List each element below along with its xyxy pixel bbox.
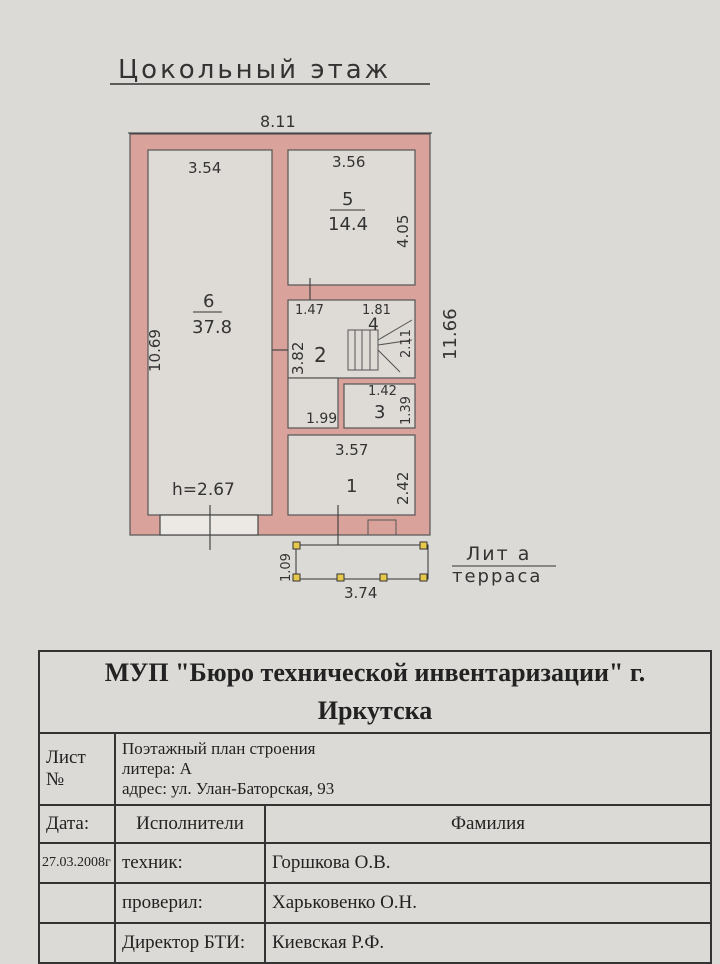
- dim-room5-length: 4.05: [394, 215, 412, 248]
- dim-room4-a: 1.81: [362, 303, 391, 318]
- dim-terrace-width: 3.74: [344, 584, 377, 602]
- desc-line1: Поэтажный план строения: [122, 739, 316, 758]
- dim-top-total: 8.11: [260, 112, 296, 131]
- role: техник:: [114, 842, 266, 884]
- floor-plan: Цокольный этаж 8.11 3.54 10.69 6 37.8 h=…: [110, 55, 556, 602]
- room5-area: 14.4: [328, 214, 368, 235]
- dim-room3-a: 1.42: [368, 384, 397, 399]
- dim-room2-c: 1.99: [306, 411, 337, 427]
- desc-line3: адрес: ул. Улан-Баторская, 93: [122, 779, 335, 798]
- date-label: Дата:: [38, 804, 116, 844]
- terrace: [292, 541, 429, 582]
- description: Поэтажный план строения литера: А адрес:…: [114, 732, 712, 806]
- name: Харьковенко О.Н.: [264, 882, 712, 924]
- room6-number: 6: [203, 291, 214, 312]
- dim-room1-width: 3.57: [335, 441, 368, 459]
- dim-room3-b: 1.39: [399, 396, 414, 425]
- desc-line2: литера: А: [122, 759, 192, 778]
- organization-name: МУП "Бюро технической инвентаризации" г.…: [38, 650, 712, 734]
- dim-room2-b: 3.82: [289, 342, 307, 375]
- rooms: [147, 149, 416, 516]
- room1-number: 1: [346, 476, 357, 497]
- terrace-sublabel: терраса: [452, 566, 542, 587]
- dim-room1-length: 2.42: [394, 472, 412, 505]
- doors-windows: [159, 278, 339, 550]
- plan-title: Цокольный этаж: [118, 55, 391, 85]
- room5-number: 5: [342, 189, 353, 210]
- surname-label: Фамилия: [264, 804, 712, 844]
- dim-room6-length: 10.69: [146, 329, 164, 372]
- room3-number: 3: [374, 402, 385, 423]
- role: проверил:: [114, 882, 266, 924]
- sheet-label: Лист №: [38, 732, 116, 806]
- terrace-label: Лит а: [466, 543, 531, 565]
- dim-room5-width: 3.56: [332, 153, 365, 171]
- room6-area: 37.8: [192, 317, 232, 338]
- dim-room4-b: 2.11: [399, 329, 414, 358]
- room2-number: 2: [314, 343, 327, 367]
- name: Киевская Р.Ф.: [264, 922, 712, 964]
- dim-right-total: 11.66: [440, 308, 461, 360]
- stairs: [347, 319, 413, 536]
- date-value: 27.03.2008г: [38, 842, 116, 884]
- dim-room6-width: 3.54: [188, 159, 221, 177]
- dim-terrace-depth: 1.09: [279, 553, 294, 582]
- performers-label: Исполнители: [114, 804, 266, 844]
- title-block: МУП "Бюро технической инвентаризации" г.…: [38, 650, 712, 964]
- room4-number: 4: [368, 315, 379, 335]
- name: Горшкова О.В.: [264, 842, 712, 884]
- role: Директор БТИ:: [114, 922, 266, 964]
- room6-height: h=2.67: [172, 480, 235, 500]
- dim-room2-a: 1.47: [295, 303, 324, 318]
